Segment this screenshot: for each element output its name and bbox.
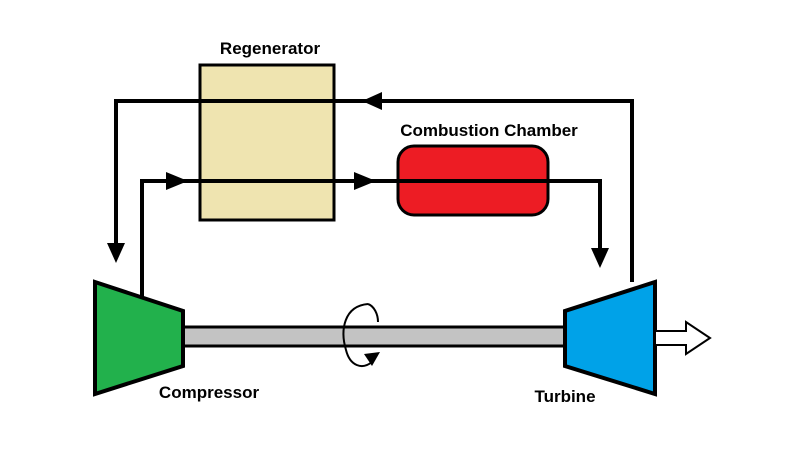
combustion-chamber-label: Combustion Chamber xyxy=(400,121,578,140)
regenerator-box xyxy=(198,63,336,222)
compressor-label: Compressor xyxy=(159,383,260,402)
compressor xyxy=(93,279,185,397)
turbine xyxy=(563,279,657,397)
arrow-left-icon xyxy=(362,92,382,110)
arrow-down-icon xyxy=(107,243,125,263)
arrow-right-icon xyxy=(166,172,188,190)
exhaust-arrow-icon xyxy=(654,320,712,356)
turbine-label: Turbine xyxy=(534,387,595,406)
arrow-down-icon xyxy=(591,248,609,268)
shaft xyxy=(181,325,567,348)
regenerator-label: Regenerator xyxy=(220,39,321,58)
rotation-indicator-icon xyxy=(342,303,380,367)
arrow-right-icon xyxy=(354,172,376,190)
